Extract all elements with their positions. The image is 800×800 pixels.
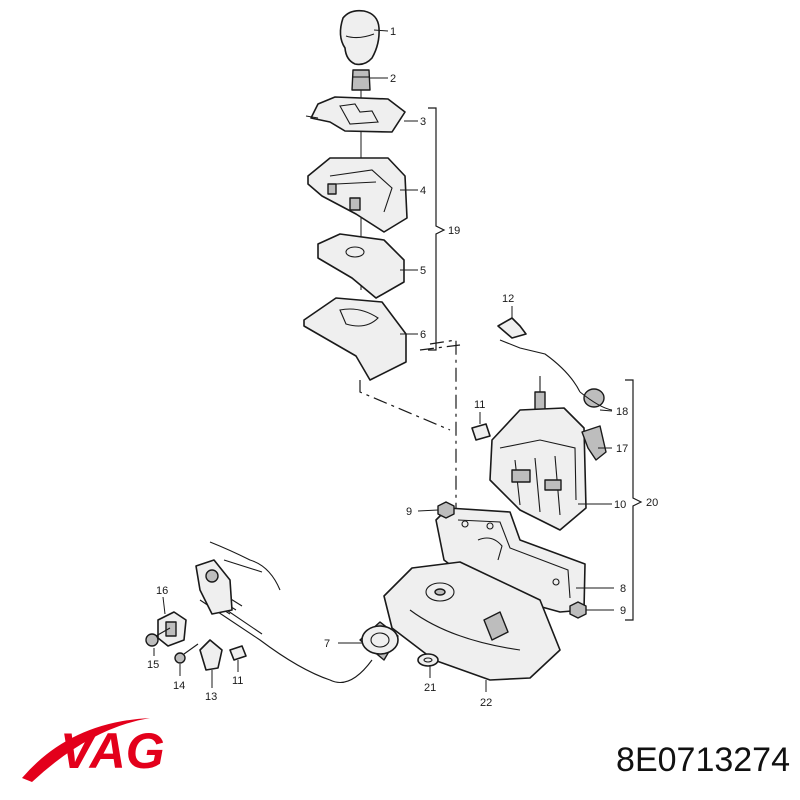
callout-14: 14: [173, 680, 185, 692]
callout-11-upper: 11: [474, 399, 485, 411]
leader-lines: [153, 29, 614, 692]
bracket-19: [428, 107, 446, 351]
shifter-housing: [489, 407, 587, 531]
callout-labels: 1 2 3 4 5 6 7 8 9 9 10 11 11 12 13 14 15…: [147, 26, 658, 709]
shifter-mechanism: [489, 376, 607, 531]
transmission-lever: [195, 541, 281, 615]
callout-16: 16: [156, 585, 168, 597]
seal-ring: [417, 653, 439, 667]
callout-5: 5: [420, 265, 426, 277]
assembly-alignment-lines: [359, 339, 461, 530]
callout-9-upper: 9: [406, 506, 412, 518]
trim-cover-upper: [317, 233, 405, 299]
callout-12: 12: [502, 293, 514, 305]
callout-2: 2: [390, 73, 396, 85]
callout-11-lower: 11: [232, 675, 243, 687]
vag-logo: VAG: [22, 718, 165, 782]
bolt-15: [145, 633, 159, 647]
callout-4: 4: [420, 185, 426, 197]
logo-text: VAG: [60, 723, 165, 779]
callout-20: 20: [646, 497, 658, 509]
floor-mounting-plate: [383, 561, 561, 681]
callout-10: 10: [614, 499, 626, 511]
bracket-clip: [497, 317, 527, 339]
bracket-20: [625, 379, 643, 621]
callout-17: 17: [616, 443, 628, 455]
small-fasteners: [145, 423, 491, 671]
callout-18: 18: [616, 406, 628, 418]
selector-cable-assembly: [497, 317, 613, 411]
retaining-clip-13: [199, 639, 223, 671]
detent-lever: [581, 425, 607, 461]
callout-15: 15: [147, 659, 159, 671]
clip-11-upper: [471, 423, 491, 441]
nut-9-upper: [437, 501, 455, 519]
shift-cover-housing: [307, 157, 408, 233]
bolt-14: [174, 652, 186, 664]
knob-sleeve: [351, 69, 371, 91]
callout-1: 1: [390, 26, 396, 38]
callout-9-lower: 9: [620, 605, 626, 617]
callout-3: 3: [420, 116, 426, 128]
shift-cable-assembly: [199, 595, 399, 684]
shift-gate-plate: [310, 96, 406, 133]
callout-22: 22: [480, 697, 492, 709]
upper-shifter-assembly: [303, 9, 408, 381]
logo-swoosh: [22, 718, 150, 782]
clip-11-lower: [229, 645, 247, 661]
callout-8: 8: [620, 583, 626, 595]
trim-cover-lower: [303, 297, 407, 381]
callout-7: 7: [324, 638, 330, 650]
part-number: 8E0713274: [616, 741, 790, 779]
nut-9-lower: [569, 601, 587, 619]
callout-13: 13: [205, 691, 217, 703]
callout-21: 21: [424, 682, 436, 694]
callout-19: 19: [448, 225, 460, 237]
callout-6: 6: [420, 329, 426, 341]
